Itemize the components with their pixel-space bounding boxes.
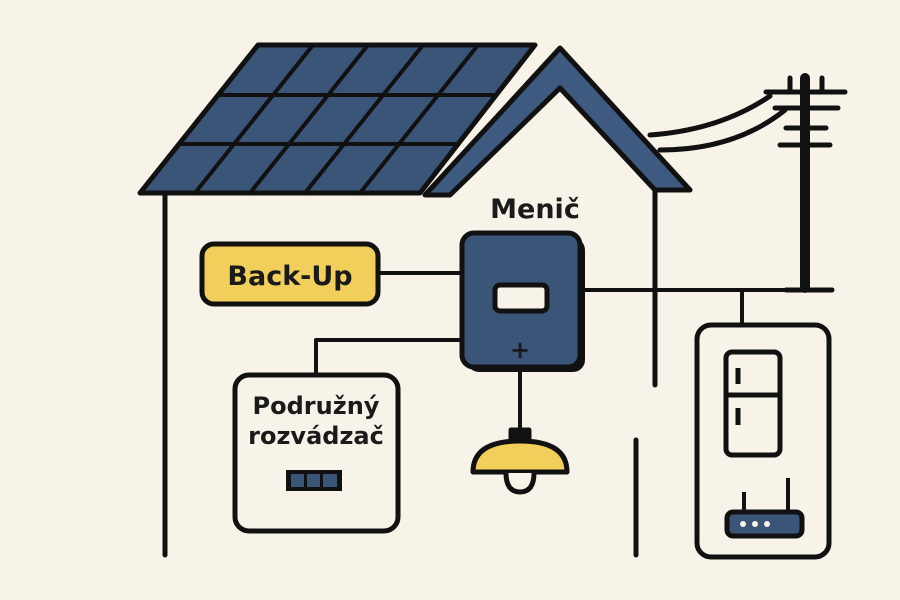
breaker-icon xyxy=(286,470,342,491)
inverter-symbol: + xyxy=(510,336,530,364)
subpanel-box: Podružný rozvádzač xyxy=(232,372,401,534)
inverter-label: Menič xyxy=(490,194,580,225)
ceiling-lamp-icon xyxy=(470,427,570,495)
wiring xyxy=(314,271,834,432)
roof xyxy=(422,45,693,198)
router-icon xyxy=(724,478,805,539)
house-outline xyxy=(162,177,658,558)
solar-panel-icon xyxy=(137,42,538,196)
subpanel-label-line2: rozvádzač xyxy=(248,422,384,450)
inverter-icon: + xyxy=(459,230,585,372)
backup-box: Back-Up xyxy=(199,241,381,307)
fridge-icon xyxy=(723,349,783,458)
subpanel-label-line1: Podružný xyxy=(253,392,380,420)
backup-label: Back-Up xyxy=(227,261,352,292)
appliance-panel xyxy=(694,322,832,560)
